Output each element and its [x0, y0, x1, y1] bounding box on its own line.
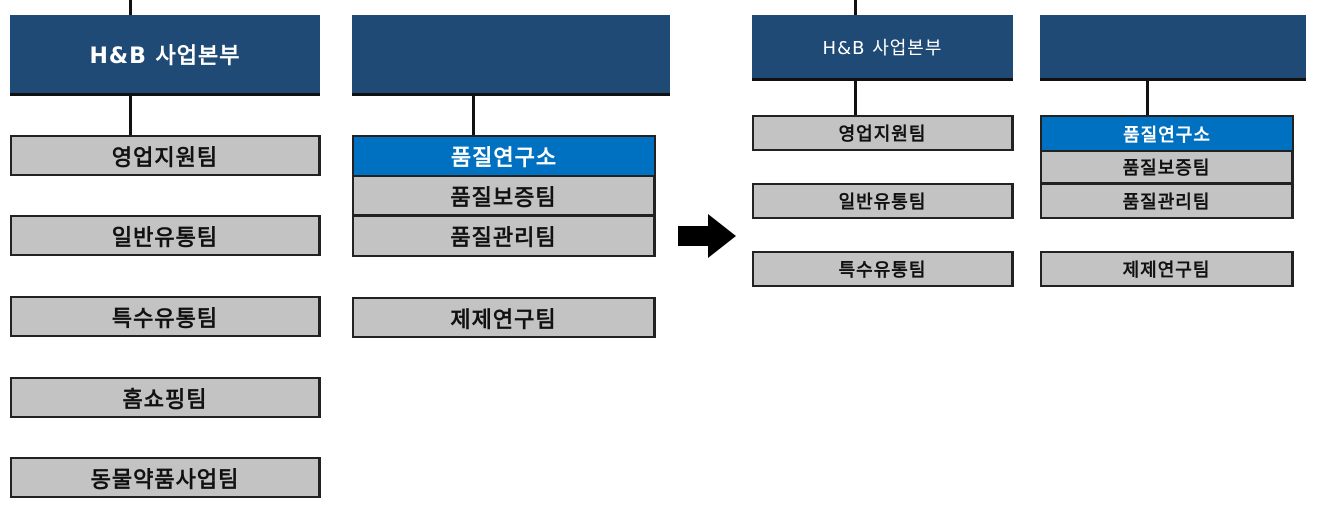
right-arrow-icon [678, 214, 736, 258]
team-box: 제제연구팀 [1040, 251, 1294, 287]
division-box-empty [352, 15, 670, 96]
team-box: 특수유통팀 [10, 296, 321, 337]
division-box: H&B 사업본부 [752, 15, 1013, 81]
team-box: 동물약품사업팀 [10, 457, 321, 498]
connector-line [129, 95, 132, 135]
team-box: 품질관리팀 [1040, 183, 1294, 219]
team-box: 일반유통팀 [10, 215, 321, 256]
connector-line [854, 0, 857, 15]
research-institute-box: 품질연구소 [1040, 115, 1294, 151]
team-box: 홈쇼핑팀 [10, 377, 321, 418]
connector-line [1146, 80, 1149, 115]
team-box: 품질보증팀 [1040, 150, 1294, 184]
division-box: H&B 사업본부 [10, 15, 320, 96]
team-box: 영업지원팀 [10, 135, 321, 176]
team-box: 품질보증팀 [352, 175, 656, 216]
team-box: 특수유통팀 [752, 251, 1014, 287]
research-institute-box: 품질연구소 [352, 135, 656, 176]
connector-line [129, 0, 132, 15]
division-box-empty [1040, 15, 1306, 81]
connector-line [472, 95, 475, 135]
team-box: 제제연구팀 [352, 297, 656, 338]
team-box: 일반유통팀 [752, 183, 1014, 219]
team-box: 영업지원팀 [752, 115, 1014, 151]
team-box: 품질관리팀 [352, 215, 656, 257]
connector-line [854, 80, 857, 115]
